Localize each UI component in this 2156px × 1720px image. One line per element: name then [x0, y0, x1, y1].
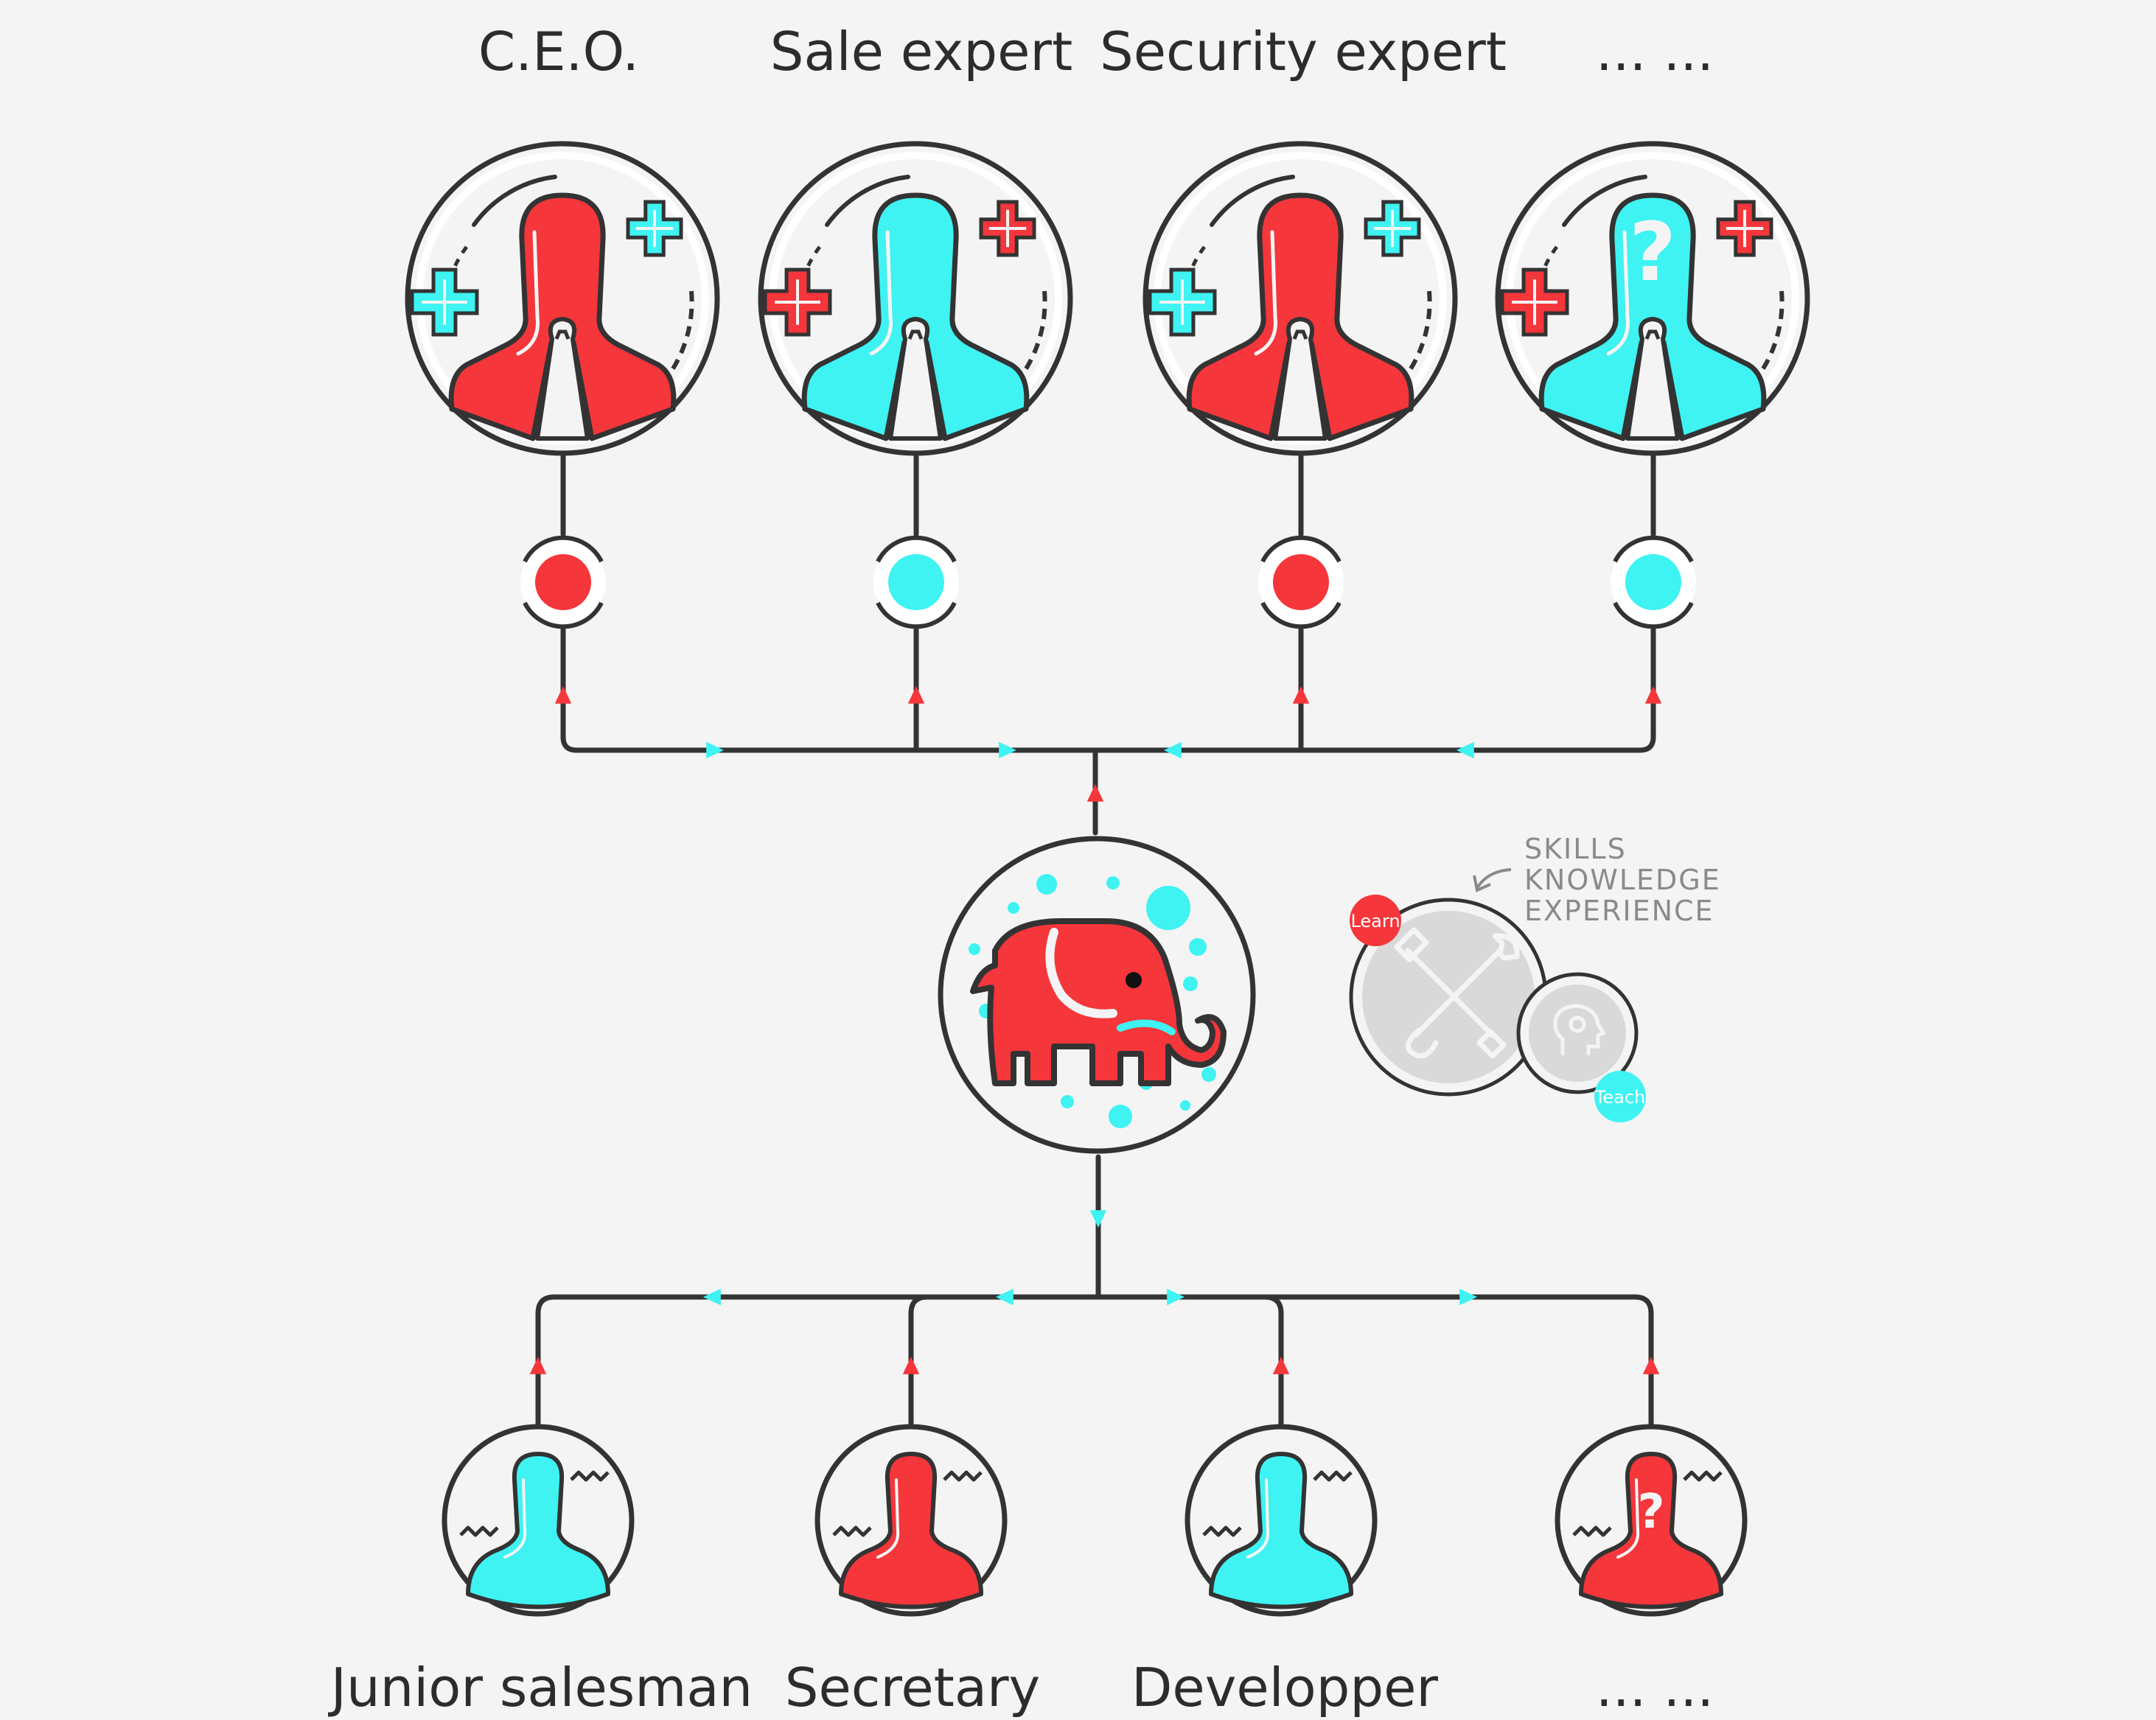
skills-group: SKILLS KNOWLEDGE EXPERIENCE Learn Teach [1349, 833, 1721, 1122]
arrow-up-trunk [1086, 784, 1104, 802]
connector-node-0 [520, 535, 606, 629]
learn-badge [1350, 895, 1401, 946]
top-role-3: ? [1495, 141, 1810, 456]
teach-badge [1594, 1071, 1646, 1122]
learn-label: Learn [1350, 911, 1400, 931]
top-role-1 [758, 141, 1073, 456]
lightbulb-head-icon [1553, 1004, 1606, 1056]
arrow-up-top-3 [1644, 686, 1662, 704]
top-role-label-1: Sale expert [770, 21, 1072, 83]
bottom-role-2 [1185, 1424, 1378, 1617]
bottom-branch-2 [1262, 1294, 1284, 1429]
bottom-role-1 [814, 1424, 1008, 1617]
wrench-icon [1394, 927, 1520, 1059]
top-role-label-3: ... ... [1596, 21, 1714, 83]
teach-label: Teach [1594, 1087, 1645, 1108]
top-role-0 [405, 141, 720, 456]
connector-dot-1 [888, 554, 944, 610]
arrow-up-bottom-3 [1642, 1357, 1660, 1374]
bottom-role-0 [442, 1424, 635, 1617]
question-mark-icon: ? [1637, 1485, 1664, 1539]
top-role-label-0: C.E.O. [478, 21, 639, 83]
bottom-role-label-3: ... ... [1596, 1657, 1714, 1719]
connector-lines [535, 450, 1656, 1429]
arrow-bottom-bus-1 [996, 1288, 1014, 1306]
arrow-up-top-1 [907, 686, 925, 704]
person-plus-icon [410, 175, 694, 441]
arrow-down-trunk [1089, 1210, 1107, 1228]
bottom-branch-1 [908, 1294, 930, 1429]
person-question-icon: ? [1500, 175, 1785, 441]
arrow-up-bottom-2 [1272, 1357, 1290, 1374]
bottom-role-label-1: Secretary [785, 1657, 1040, 1719]
bottom-role-circles: ? [442, 1424, 1748, 1617]
person-plus-icon [1148, 175, 1432, 441]
connector-dot-0 [535, 554, 591, 610]
arrow-up-bottom-0 [529, 1357, 547, 1374]
arrow-top-bus-3 [1456, 741, 1474, 759]
flow-arrows [529, 686, 1662, 1374]
arrow-bottom-bus-0 [703, 1288, 721, 1306]
connector-node-2 [1258, 535, 1344, 629]
connector-dot-2 [1273, 554, 1329, 610]
arrow-up-bottom-1 [902, 1357, 920, 1374]
arrow-bottom-bus-2 [1167, 1288, 1185, 1306]
top-role-label-2: Security expert [1100, 21, 1507, 83]
arrow-top-bus-0 [706, 741, 724, 759]
skills-line-0: SKILLS [1524, 833, 1627, 865]
skills-arrow-icon [1476, 868, 1512, 889]
question-mark-icon: ? [1629, 205, 1676, 299]
center-node [938, 836, 1256, 1154]
top-connector-nodes [520, 535, 1696, 629]
elephant-icon [970, 918, 1227, 1086]
top-role-2 [1142, 141, 1458, 456]
skills-line-1: KNOWLEDGE [1524, 864, 1721, 896]
arrow-up-top-0 [554, 686, 572, 704]
arrow-up-top-2 [1292, 686, 1310, 704]
bottom-bus [535, 1294, 1654, 1429]
connector-dot-3 [1625, 554, 1681, 610]
top-bus [560, 734, 1656, 753]
elephant-eye [1126, 972, 1142, 988]
connector-node-3 [1611, 535, 1696, 629]
bottom-role-label-2: Developper [1131, 1657, 1438, 1719]
skills-line-2: EXPERIENCE [1524, 895, 1714, 927]
top-role-circles: ? [405, 141, 1810, 456]
person-plus-icon [763, 175, 1047, 441]
person-wave-icon [1202, 1452, 1353, 1609]
arrow-top-bus-1 [999, 741, 1016, 759]
arrow-bottom-bus-3 [1459, 1288, 1477, 1306]
connector-node-1 [873, 535, 959, 629]
bottom-role-label-0: Junior salesman [328, 1657, 753, 1719]
arrow-top-bus-2 [1164, 741, 1182, 759]
person-question-icon: ? [1572, 1452, 1723, 1609]
person-wave-icon [459, 1452, 610, 1609]
bottom-role-3: ? [1555, 1424, 1748, 1617]
person-wave-icon [832, 1452, 983, 1609]
